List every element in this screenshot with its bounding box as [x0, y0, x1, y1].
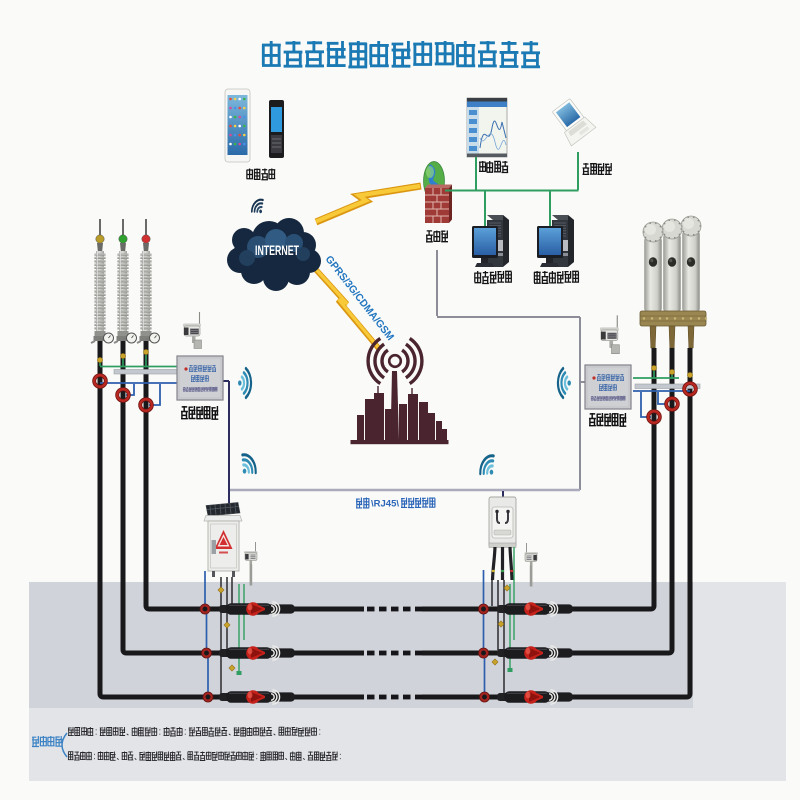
svg-text:\RJ45\: \RJ45\	[371, 499, 399, 510]
svg-text:INTERNET: INTERNET	[255, 242, 299, 258]
